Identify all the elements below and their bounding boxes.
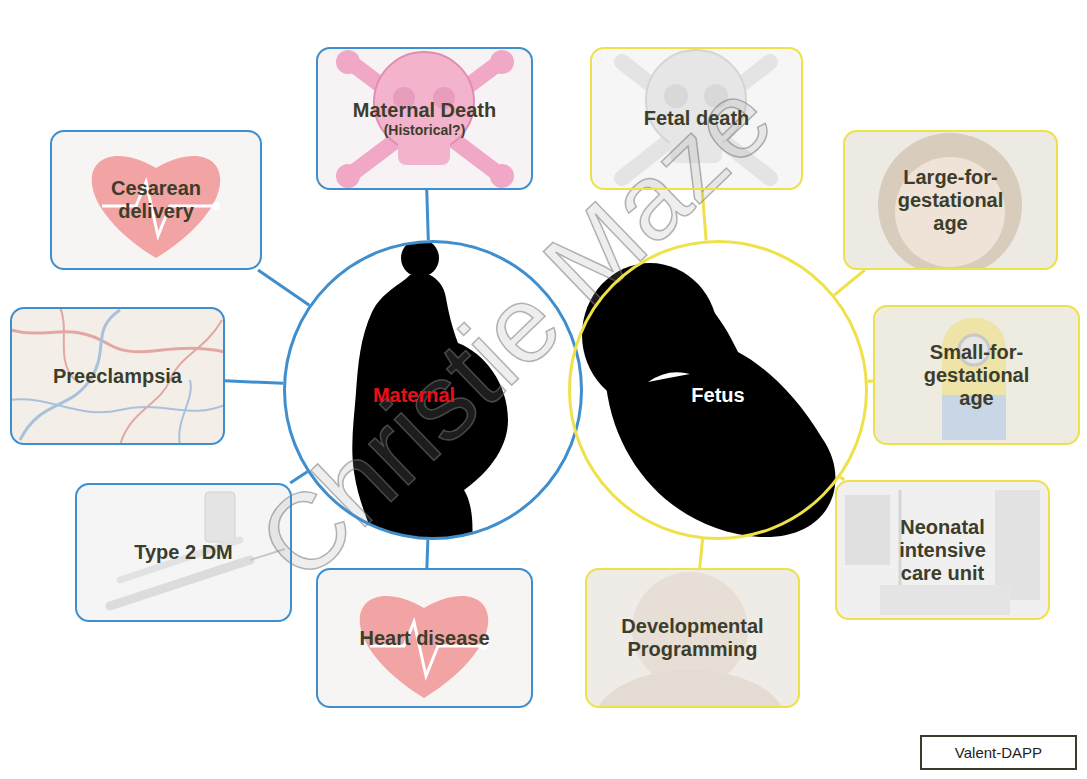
box-title: Small-for-gestational age — [912, 341, 1042, 410]
group-circle: Maternal — [283, 240, 583, 540]
box-title: Large-for-gestational age — [886, 166, 1016, 235]
connector-line — [225, 381, 283, 384]
box-title: Preeclampsia — [53, 365, 182, 388]
outcome-box: Neonatal intensive care unit — [835, 480, 1050, 620]
circle-label: Fetus — [568, 383, 868, 407]
outcome-box: Cesarean delivery — [50, 130, 262, 270]
connector-line — [840, 477, 844, 480]
nicu-equipment — [835, 480, 1050, 620]
box-title: Maternal Death — [353, 99, 496, 122]
outcome-box: Small-for-gestational age — [873, 305, 1080, 445]
box-title: Fetal death — [644, 107, 750, 130]
heart-icon — [316, 568, 533, 708]
connector-line — [700, 539, 703, 568]
outcome-box: Type 2 DM — [75, 483, 292, 622]
watermark: Christie Maze — [234, 56, 796, 605]
outcome-box: Developmental Programming — [585, 568, 800, 708]
outcome-box: Preeclampsia — [10, 307, 225, 445]
baby-photo — [585, 568, 800, 708]
box-title: Heart disease — [359, 627, 489, 650]
group-circle: Fetus — [568, 240, 868, 540]
toy-figure — [873, 305, 1080, 445]
outcome-box: Large-for-gestational age — [843, 130, 1058, 270]
connector-line — [425, 540, 429, 568]
connector-line — [834, 270, 865, 295]
box-title: Type 2 DM — [134, 541, 233, 564]
box-note: (Historical?) — [384, 122, 466, 138]
connector-line — [258, 270, 309, 305]
outcome-box: Fetal death — [590, 47, 803, 190]
fetus-ground — [568, 240, 868, 540]
credit-box: Valent-DAPP — [920, 735, 1077, 770]
heart-icon — [50, 130, 262, 270]
box-title: Developmental Programming — [608, 615, 778, 661]
box-title: Cesarean delivery — [81, 177, 231, 223]
circle-label: Maternal — [264, 383, 564, 407]
outcome-box: Heart disease — [316, 568, 533, 708]
watermark-holder: Christie Maze — [234, 56, 796, 605]
outcome-box: Maternal Death(Historical?) — [316, 47, 533, 190]
connector-line — [427, 190, 429, 240]
doll-face — [843, 130, 1058, 270]
pink-skull — [316, 47, 533, 190]
credit-text: Valent-DAPP — [955, 744, 1042, 761]
box-title: Neonatal intensive care unit — [878, 516, 1008, 585]
vein-drawing — [10, 307, 225, 445]
